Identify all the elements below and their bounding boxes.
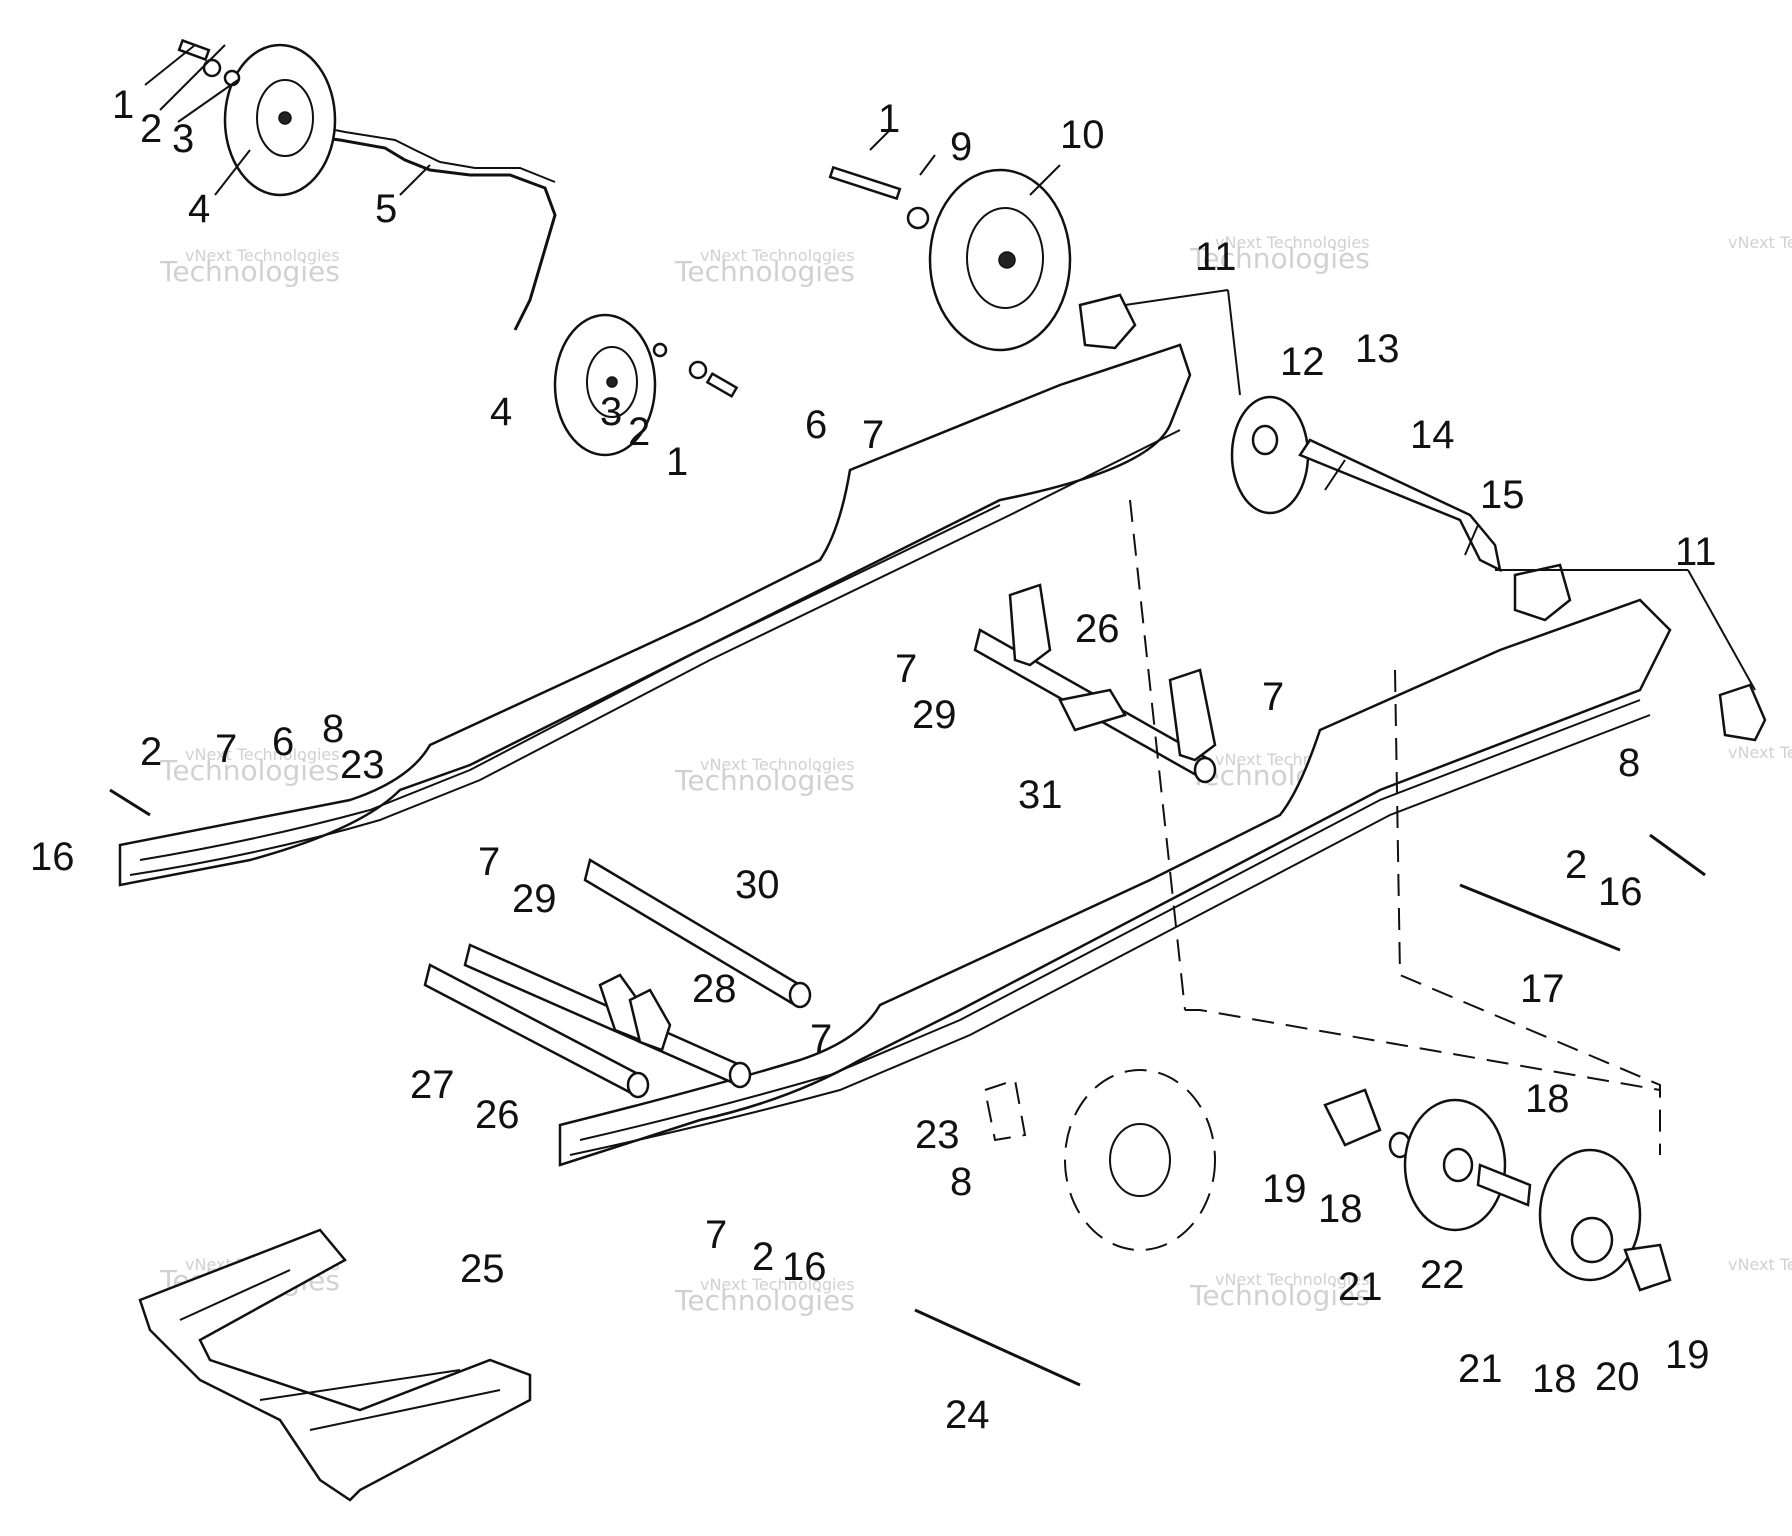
watermark-text: Technologies <box>674 764 855 797</box>
rear-axle <box>1078 293 1767 742</box>
callout-label: 26 <box>475 1093 520 1137</box>
watermarks: vNext Technologies Technologies vNext Te… <box>159 233 1792 1317</box>
watermark-text: vNext Technologies <box>1728 743 1792 762</box>
track-piece <box>138 1228 532 1502</box>
watermark-text: vNext Technologies <box>1728 1255 1792 1274</box>
center-wheel <box>828 165 1072 352</box>
watermark-text: Technologies <box>1189 242 1370 275</box>
callout-label: 5 <box>375 187 397 231</box>
callout-label: 18 <box>1532 1357 1577 1401</box>
callout-label: 23 <box>340 743 385 787</box>
callout-label: 19 <box>1665 1333 1710 1377</box>
watermark-text: Technologies <box>674 1284 855 1317</box>
callout-label: 7 <box>478 840 500 884</box>
callout-label: 31 <box>1018 773 1063 817</box>
callout-label: 20 <box>1595 1355 1640 1399</box>
watermark-text: Technologies <box>1189 1279 1370 1312</box>
callout-label: 6 <box>805 403 827 447</box>
watermark-text: Technologies <box>159 255 340 288</box>
callout-label: 12 <box>1280 340 1325 384</box>
callout-label: 26 <box>1075 607 1120 651</box>
watermark-text: vNext Technologies <box>700 1275 855 1294</box>
callout-label: 4 <box>188 187 210 231</box>
callout-label: 19 <box>1262 1167 1307 1211</box>
watermark-text: Technologies <box>159 754 340 787</box>
callout-label: 10 <box>1060 113 1105 157</box>
callout-label: 8 <box>322 707 344 751</box>
watermark-text: vNext Technologies <box>1728 233 1792 252</box>
callout-label: 25 <box>460 1247 505 1291</box>
watermark-text: vNext Technologies <box>700 755 855 774</box>
callout-label: 7 <box>862 413 884 457</box>
callout-label: 2 <box>140 730 162 774</box>
callout-label: 18 <box>1318 1187 1363 1231</box>
callout-label: 7 <box>1262 675 1284 719</box>
callout-label: 4 <box>490 390 512 434</box>
callout-label: 7 <box>810 1017 832 1061</box>
bolts <box>109 788 1706 1387</box>
callout-label: 7 <box>215 727 237 771</box>
callout-label: 27 <box>410 1063 455 1107</box>
callout-label: 2 <box>628 410 650 454</box>
callout-label: 16 <box>1598 870 1643 914</box>
callout-label: 1 <box>666 440 688 484</box>
callout-label: 17 <box>1520 967 1565 1011</box>
callout-label: 11 <box>1675 530 1717 574</box>
right-rail <box>558 598 1672 1167</box>
callout-label: 8 <box>1618 741 1640 785</box>
callout-label: 2 <box>1565 843 1587 887</box>
upper-idler-assembly <box>177 38 739 457</box>
watermark-text: vNext Technologies <box>185 246 340 265</box>
watermark-text: vNext Technologies <box>1215 1270 1370 1289</box>
watermark-text: Technologies <box>674 255 855 288</box>
watermark-text: vNext Technologies <box>1215 233 1370 252</box>
callout-label: 3 <box>172 117 194 161</box>
callout-labels: 1 2 3 4 5 1 9 10 11 4 3 2 1 12 13 14 15 … <box>30 83 1717 1437</box>
callout-label: 22 <box>1420 1253 1465 1297</box>
callout-label: 7 <box>705 1213 727 1257</box>
callout-label: 21 <box>1338 1265 1383 1309</box>
callout-label: 24 <box>945 1393 990 1437</box>
callout-label: 28 <box>692 967 737 1011</box>
callout-label: 21 <box>1458 1347 1503 1391</box>
callout-label: 9 <box>950 125 972 169</box>
callout-label: 6 <box>272 720 294 764</box>
left-rail <box>118 343 1192 887</box>
callout-label: 8 <box>950 1160 972 1204</box>
callout-label: 11 <box>1195 235 1237 279</box>
callout-label: 30 <box>735 863 780 907</box>
callout-label: 15 <box>1480 473 1525 517</box>
callout-label: 29 <box>912 693 957 737</box>
lower-wheel-assembly <box>983 499 1672 1292</box>
callout-label: 3 <box>600 390 622 434</box>
callout-label: 1 <box>112 83 134 127</box>
callout-label: 23 <box>915 1113 960 1157</box>
callout-label: 29 <box>512 877 557 921</box>
callout-label: 16 <box>782 1245 827 1289</box>
callout-label: 7 <box>895 647 917 691</box>
callout-label: 2 <box>752 1235 774 1279</box>
watermark-text: vNext Technologies <box>700 246 855 265</box>
cross-shafts <box>423 583 1217 1099</box>
leader-lines <box>144 44 1756 691</box>
callout-label: 14 <box>1410 413 1455 457</box>
watermark-text: vNext Technologies <box>185 745 340 764</box>
callout-label: 16 <box>30 835 75 879</box>
callout-label: 2 <box>140 107 162 151</box>
callout-label: 13 <box>1355 327 1400 371</box>
callout-label: 18 <box>1525 1077 1570 1121</box>
callout-label: 1 <box>878 97 900 141</box>
